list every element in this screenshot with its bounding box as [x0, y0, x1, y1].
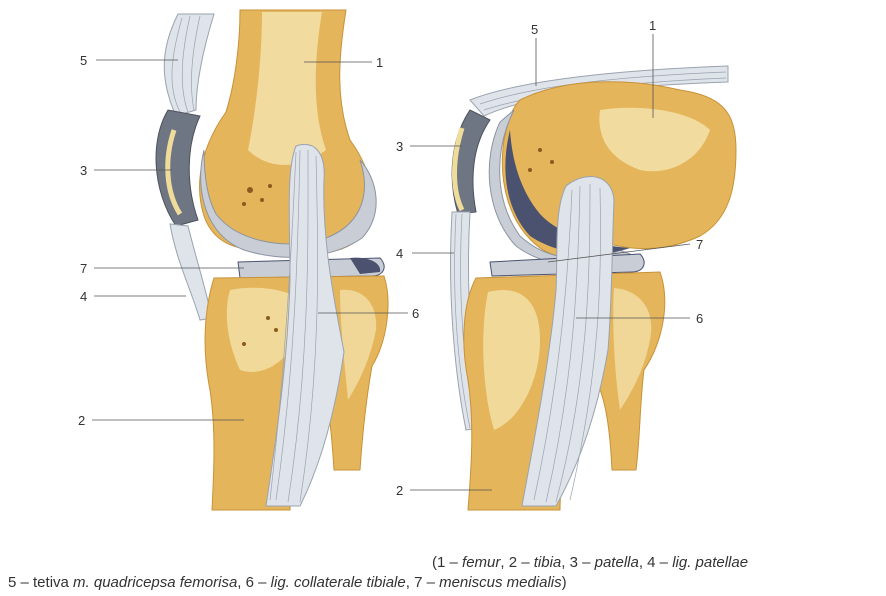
- label-3-right: 3: [396, 139, 403, 154]
- caption-num-1: 1 –: [437, 554, 462, 571]
- knee-anatomy-figure: 5 1 3 7 4 6 2 5 1 3 4 7 6 2: [0, 0, 886, 530]
- label-4-right: 4: [396, 246, 403, 261]
- caption-num-5: 5 – tetiva: [8, 574, 73, 591]
- caption-num-6: , 6 –: [237, 574, 270, 591]
- label-7-right: 7: [696, 237, 703, 252]
- label-1-right: 1: [649, 18, 656, 33]
- caption-term-tibia: tibia: [534, 554, 562, 571]
- caption-num-2: , 2 –: [500, 554, 533, 571]
- caption-line-1: (1 – femur, 2 – tibia, 3 – patella, 4 – …: [432, 554, 748, 571]
- label-4-left: 4: [80, 289, 87, 304]
- label-3-left: 3: [80, 163, 87, 178]
- caption-num-3: , 3 –: [561, 554, 594, 571]
- caption-term-meniscus: meniscus medialis: [439, 574, 562, 591]
- label-2-left: 2: [78, 413, 85, 428]
- label-2-right: 2: [396, 483, 403, 498]
- caption-paren-close: ): [562, 574, 567, 591]
- caption-term-collateral: lig. collaterale tibiale: [271, 574, 406, 591]
- right-knee-view: [451, 66, 736, 510]
- label-5-right: 5: [531, 22, 538, 37]
- caption-num-7: , 7 –: [406, 574, 439, 591]
- caption-term-patella: patella: [595, 554, 639, 571]
- caption-term-femur: femur: [462, 554, 500, 571]
- caption-term-quadriceps: m. quadricepsa femorisa: [73, 574, 237, 591]
- label-6-right: 6: [696, 311, 703, 326]
- caption-term-lig-patellae: lig. patellae: [672, 554, 748, 571]
- patellar-ligament-left: [170, 224, 212, 320]
- label-5-left: 5: [80, 53, 87, 68]
- quadriceps-tendon-left: [164, 14, 214, 116]
- caption-num-4: , 4 –: [639, 554, 672, 571]
- label-7-left: 7: [80, 261, 87, 276]
- label-6-left: 6: [412, 306, 419, 321]
- label-1-left: 1: [376, 55, 383, 70]
- caption-line-2: 5 – tetiva m. quadricepsa femorisa, 6 – …: [8, 574, 567, 591]
- left-knee-view: [156, 10, 388, 510]
